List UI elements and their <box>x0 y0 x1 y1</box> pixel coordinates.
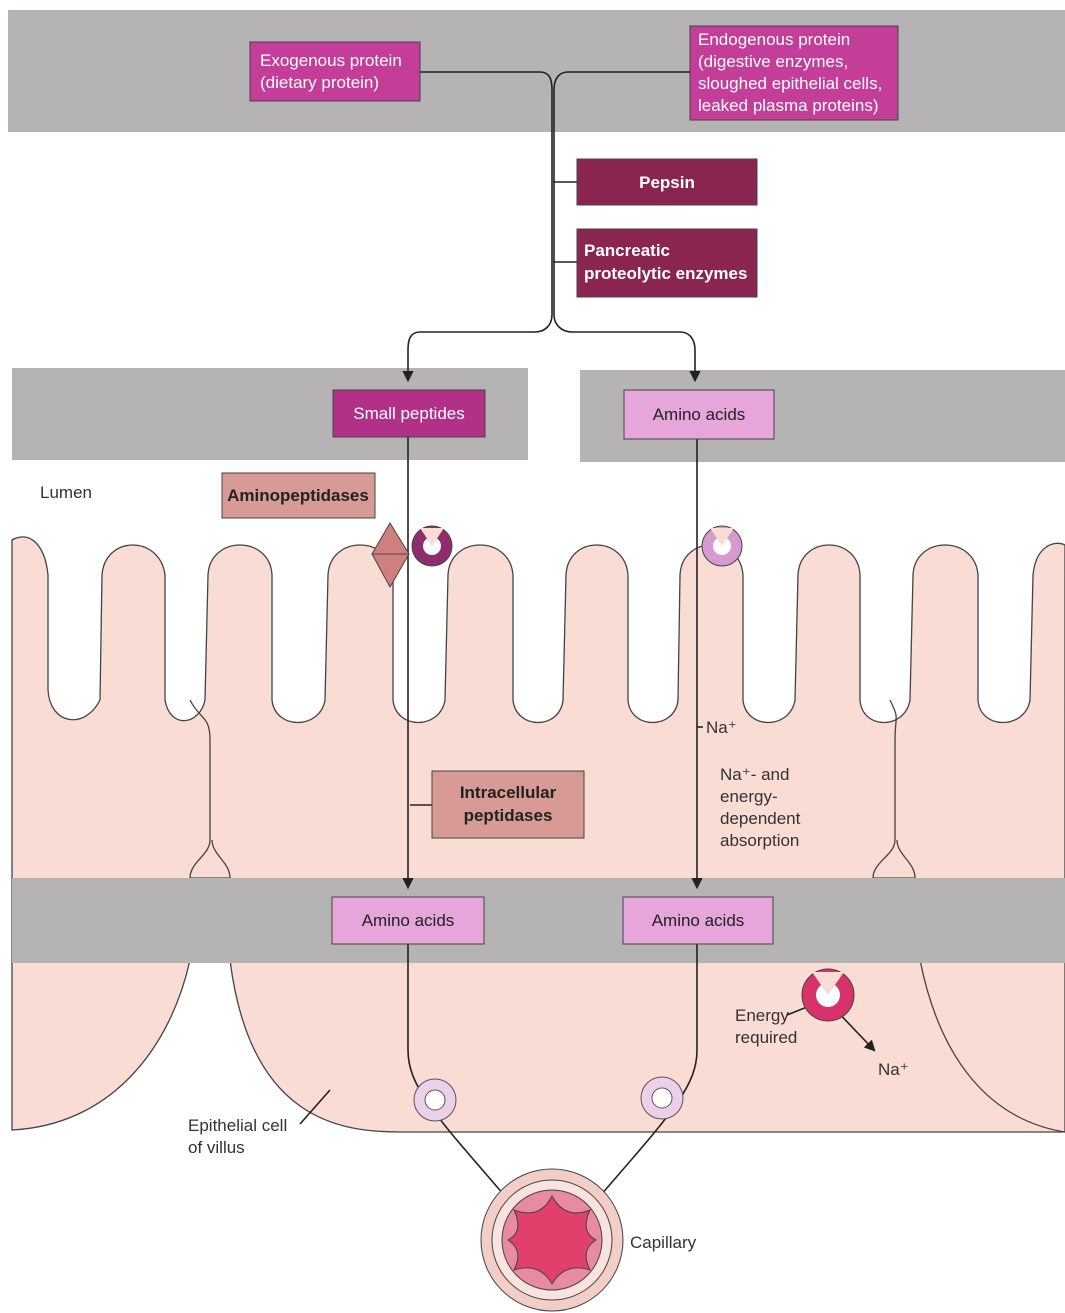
pepsin-label: Pepsin <box>639 173 695 192</box>
exogenous-line-2: (dietary protein) <box>260 73 379 92</box>
epithelial-line-1: Epithelial cell <box>188 1116 287 1135</box>
top-gray-band <box>8 10 1065 132</box>
amino-acids-cell-left-label: Amino acids <box>362 911 455 930</box>
cell-junction-right <box>872 699 916 879</box>
small-peptides-box: Small peptides <box>332 389 486 438</box>
endogenous-line-2: (digestive enzymes, <box>698 52 848 71</box>
sodium-in-label: Na⁺ <box>706 718 737 737</box>
energy-required-line-2: required <box>735 1028 797 1047</box>
endogenous-protein-box: Endogenous protein (digestive enzymes, s… <box>689 25 899 121</box>
pancreatic-line-1: Pancreatic <box>584 241 670 260</box>
right-cell-lower <box>919 959 1065 1133</box>
endogenous-line-4: leaked plasma proteins) <box>698 96 878 115</box>
intracellular-peptidases-box: Intracellular peptidases <box>431 770 585 839</box>
cell-junction-left <box>189 699 231 879</box>
na-dependent-line-3: dependent <box>720 809 801 828</box>
lumen-label: Lumen <box>40 483 92 502</box>
na-dependent-line-2: energy- <box>720 787 778 806</box>
amino-acids-cell-left-box: Amino acids <box>331 896 485 945</box>
epithelial-line-2: of villus <box>188 1138 245 1157</box>
na-dependent-line-4: absorption <box>720 831 799 850</box>
energy-required-line-1: Energy <box>735 1006 789 1025</box>
pancreatic-line-2: proteolytic enzymes <box>584 264 747 283</box>
amino-acids-cell-right-label: Amino acids <box>652 911 745 930</box>
basal-carrier-left-icon <box>413 1078 457 1122</box>
na-dependent-line-1: Na⁺- and <box>720 765 789 784</box>
intracellular-line-2: peptidases <box>464 806 553 825</box>
endogenous-line-1: Endogenous protein <box>698 30 850 49</box>
endogenous-line-3: sloughed epithelial cells, <box>698 74 882 93</box>
capillary-icon <box>480 1168 624 1312</box>
amino-acid-carrier-icon <box>701 525 743 567</box>
amino-acids-lumen-label: Amino acids <box>653 405 746 424</box>
amino-acids-cell-right-box: Amino acids <box>622 896 774 945</box>
aminopeptidases-box: Aminopeptidases <box>221 472 376 519</box>
sodium-pump-icon <box>801 968 855 1022</box>
aminopeptidases-label: Aminopeptidases <box>227 486 369 505</box>
peptide-carrier-icon <box>411 525 453 567</box>
amino-acids-lumen-box: Amino acids <box>623 389 775 440</box>
aminopeptidase-diamond-icon <box>371 522 410 589</box>
basal-carrier-right-icon <box>640 1076 684 1120</box>
pepsin-box: Pepsin <box>576 158 758 206</box>
intracellular-line-1: Intracellular <box>460 783 557 802</box>
sodium-out-label: Na⁺ <box>878 1060 909 1079</box>
small-peptides-label: Small peptides <box>353 404 465 423</box>
exogenous-protein-box: Exogenous protein (dietary protein) <box>249 41 421 102</box>
exogenous-line-1: Exogenous protein <box>260 51 402 70</box>
capillary-label: Capillary <box>630 1233 697 1252</box>
pancreatic-enzymes-box: Pancreatic proteolytic enzymes <box>576 228 758 298</box>
basal-gray-band <box>12 878 1065 963</box>
